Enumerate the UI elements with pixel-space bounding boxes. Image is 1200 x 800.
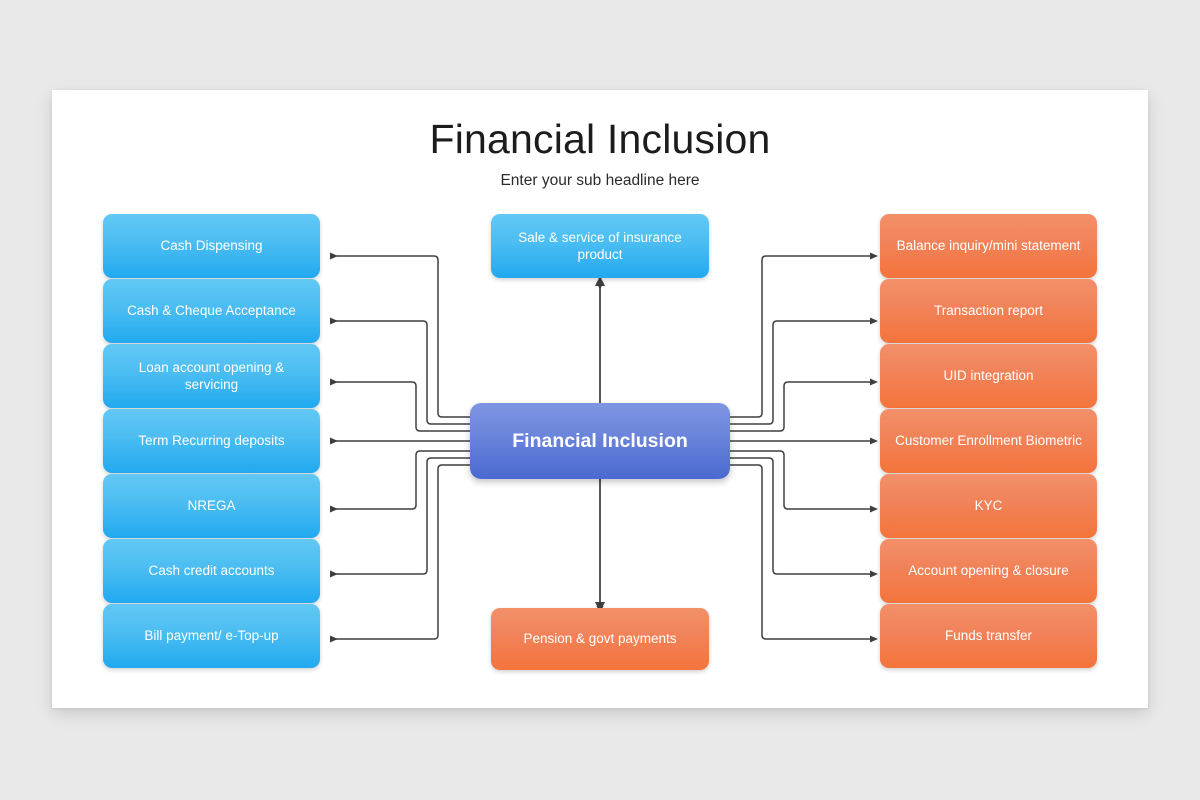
node-right-1[interactable]: Balance inquiry/mini statement xyxy=(880,214,1097,278)
node-right-7[interactable]: Funds transfer xyxy=(880,604,1097,668)
node-bottom-center[interactable]: Pension & govt payments xyxy=(491,608,709,670)
node-label: KYC xyxy=(974,498,1003,514)
node-right-4[interactable]: Customer Enrollment Biometric xyxy=(880,409,1097,473)
node-label: Funds transfer xyxy=(944,628,1033,644)
page-subtitle: Enter your sub headline here xyxy=(500,172,700,189)
node-right-2[interactable]: Transaction report xyxy=(880,279,1097,343)
node-label: Pension & govt payments xyxy=(523,631,677,647)
node-left-7[interactable]: Bill payment/ e-Top-up xyxy=(103,604,320,668)
node-label: Loan account opening & servicing xyxy=(138,359,285,392)
node-label: Financial Inclusion xyxy=(512,429,688,452)
node-top-center[interactable]: Sale & service of insurance product xyxy=(491,214,709,278)
node-label: Sale & service of insurance product xyxy=(518,229,682,262)
node-label: Bill payment/ e-Top-up xyxy=(144,628,279,644)
page-title: Financial Inclusion xyxy=(429,116,771,162)
node-center-hub[interactable]: Financial Inclusion xyxy=(470,403,730,479)
node-label: Balance inquiry/mini statement xyxy=(896,238,1081,254)
node-label: Account opening & closure xyxy=(908,563,1069,579)
node-label: NREGA xyxy=(187,498,236,514)
node-right-3[interactable]: UID integration xyxy=(880,344,1097,408)
node-left-1[interactable]: Cash Dispensing xyxy=(103,214,320,278)
node-left-6[interactable]: Cash credit accounts xyxy=(103,539,320,603)
node-label: Transaction report xyxy=(933,303,1044,319)
node-left-2[interactable]: Cash & Cheque Acceptance xyxy=(103,279,320,343)
node-label: UID integration xyxy=(943,368,1034,384)
node-left-5[interactable]: NREGA xyxy=(103,474,320,538)
node-label: Cash Dispensing xyxy=(160,238,263,254)
node-left-3[interactable]: Loan account opening & servicing xyxy=(103,344,320,408)
slide-canvas: Financial Inclusion Enter your sub headl… xyxy=(52,90,1148,708)
node-label: Cash credit accounts xyxy=(148,563,275,579)
node-label: Term Recurring deposits xyxy=(138,433,285,449)
node-right-6[interactable]: Account opening & closure xyxy=(880,539,1097,603)
node-left-4[interactable]: Term Recurring deposits xyxy=(103,409,320,473)
node-label: Customer Enrollment Biometric xyxy=(895,433,1082,449)
node-label: Cash & Cheque Acceptance xyxy=(127,303,296,319)
node-right-5[interactable]: KYC xyxy=(880,474,1097,538)
